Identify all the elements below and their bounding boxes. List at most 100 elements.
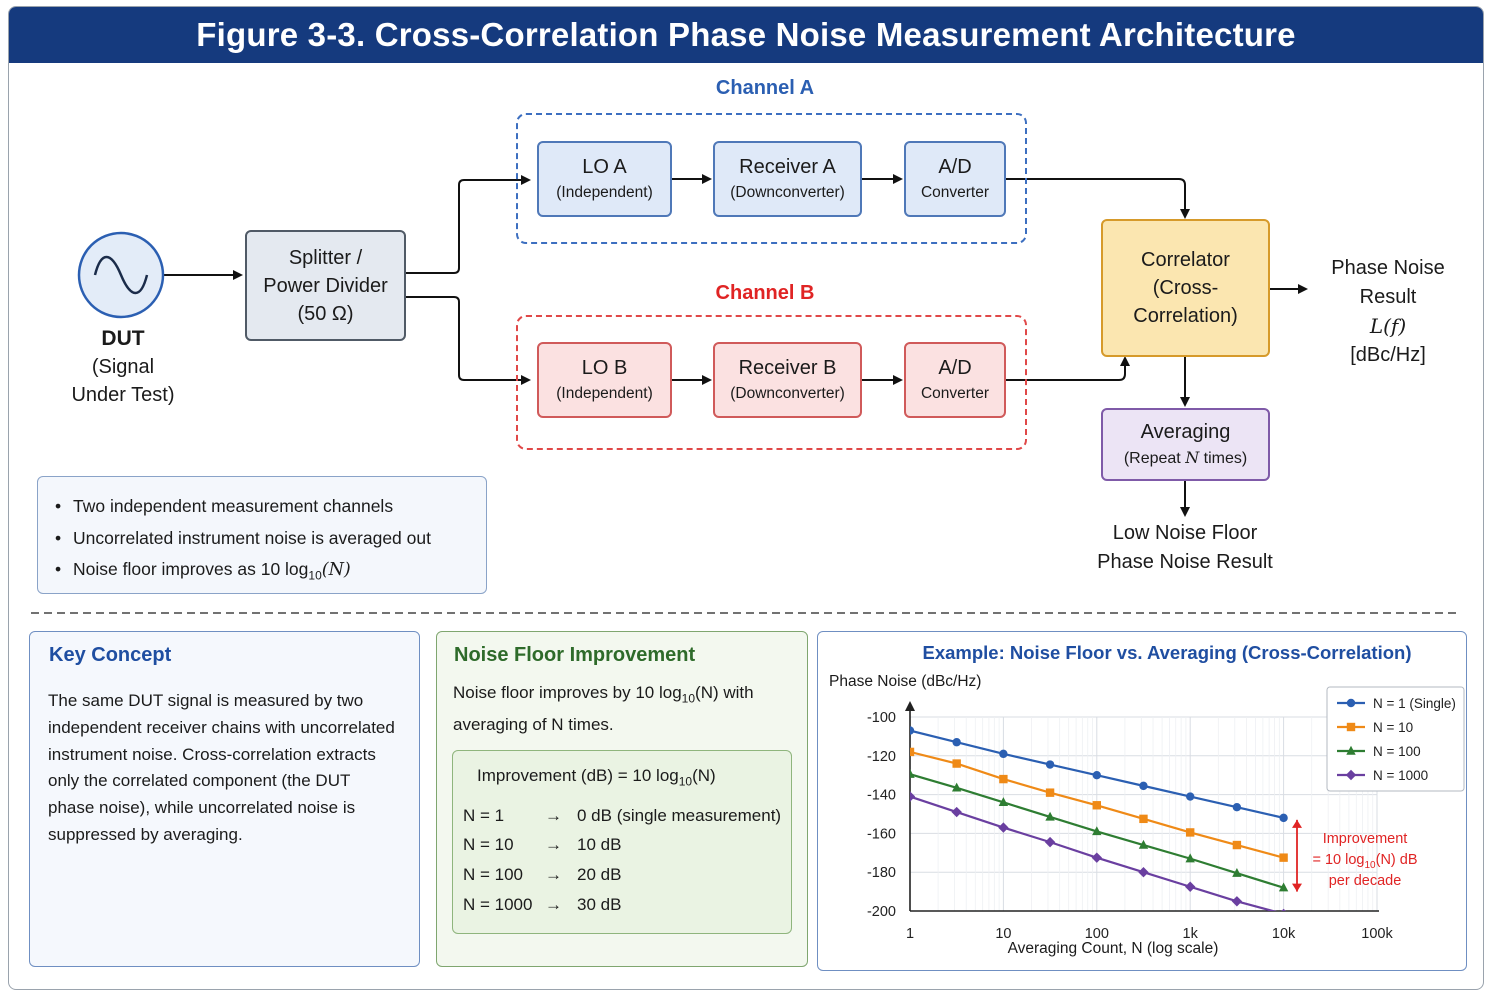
receiver-a-block: Receiver A (Downconverter) (713, 141, 862, 217)
key-concept-line: instrument noise. Cross-correlation extr… (48, 744, 376, 764)
lo-b-sub: (Independent) (556, 385, 653, 402)
formula-sub: 10 (678, 774, 693, 789)
low-noise-line-2: Phase Noise Result (1097, 551, 1273, 573)
legend-entry: N = 1 (Single) (1373, 696, 1456, 711)
row-n: N = 10 (463, 835, 514, 854)
result-symbol: L(f) (1369, 314, 1407, 338)
figure-title: Figure 3-3. Cross-Correlation Phase Nois… (9, 7, 1483, 63)
splitter-line-3: (50 Ω) (297, 302, 354, 325)
improvement-row: N = 100→20 dB (463, 865, 621, 885)
noise-floor-text-suffix: (N) with (695, 683, 754, 702)
key-concept-line: only the correlated component (the DUT (48, 771, 351, 791)
correlator-line-1: Correlator (1141, 249, 1230, 271)
legend-marker (1346, 698, 1356, 708)
improvement-label-3: per decade (1329, 873, 1402, 889)
averaging-sub-prefix: (Repeat (1123, 450, 1186, 467)
chart-x-label-text: Averaging Count, N (log scale) (1007, 940, 1219, 957)
data-point (1045, 811, 1055, 821)
averaging-sub: (Repeat N times) (1124, 447, 1247, 470)
x-tick-label: 1k (1183, 926, 1199, 942)
noise-floor-line-2: averaging of N times. (453, 715, 614, 735)
improvement-row: N = 10 → 10 dB (463, 835, 621, 855)
adc-a-block: A/D Converter (904, 141, 1006, 217)
data-point (951, 806, 962, 818)
x-tick-label: 10k (1272, 926, 1296, 942)
y-axis-arrow (905, 701, 915, 711)
dut-sub-1: (Signal (91, 356, 155, 378)
result-line-2: Result (1359, 286, 1417, 308)
data-point (1045, 788, 1055, 797)
legend-marker (1346, 745, 1356, 755)
data-point (910, 791, 916, 802)
improvement-label-1: Improvement (1323, 831, 1408, 847)
note-item: Uncorrelated instrument noise is average… (55, 523, 431, 555)
splitter-block: Splitter / Power Divider (50 Ω) (245, 230, 406, 341)
data-point (1185, 853, 1195, 863)
row-n: N = 1000 (463, 895, 533, 914)
series-n-1-single- (910, 726, 1288, 823)
figure-frame: Figure 3-3. Cross-Correlation Phase Nois… (8, 6, 1484, 990)
correlator-line-2: (Cross- (1152, 277, 1219, 299)
data-point (1139, 781, 1148, 791)
note-item: Noise floor improves as 10 log10(N) (55, 554, 431, 592)
adc-b-block: A/D Converter (904, 342, 1006, 418)
adc-b-title: A/D (938, 357, 972, 379)
receiver-a-sub: (Downconverter) (730, 184, 845, 201)
y-tick-label: -100 (867, 710, 896, 726)
arrow-adc-a-to-correlator (1006, 178, 1190, 219)
formula-prefix: Improvement (dB) = 10 log (477, 766, 679, 785)
data-point (998, 797, 1009, 807)
data-point (1232, 803, 1242, 812)
data-point (1045, 760, 1055, 769)
noise-floor-text: Noise floor improves by 10 log10(N) with… (453, 680, 803, 739)
data-point (999, 774, 1008, 784)
key-concept-title: Key Concept (49, 644, 172, 666)
chart-title: Example: Noise Floor vs. Averaging (Cros… (922, 642, 1412, 663)
formula-suffix: (N) (692, 766, 716, 785)
chart-x-label: Averaging Count, N (log scale) (903, 940, 1323, 958)
correlator-line-3: Correlation) (1133, 305, 1238, 327)
row-db: 20 dB (577, 865, 622, 884)
chart-grid (909, 716, 1378, 912)
data-point (1092, 771, 1101, 780)
formula-box (452, 750, 792, 934)
receiver-b-title: Receiver B (738, 357, 837, 379)
improvement-row: N = 1000→30 dB (463, 895, 621, 915)
channel-b-label: Channel B (715, 282, 815, 304)
data-point (910, 726, 915, 735)
data-point (1139, 814, 1148, 824)
sine-source-icon (77, 231, 165, 319)
row-db: 30 dB (577, 895, 622, 914)
key-concept-line: independent receiver chains with uncorre… (48, 717, 395, 737)
data-point (1138, 867, 1149, 878)
lo-a-block: LO A (Independent) (537, 141, 672, 217)
lo-a-sub: (Independent) (556, 184, 653, 201)
improvement-arrow-head-down (1292, 883, 1302, 892)
data-point (910, 747, 915, 757)
row-n: N = 1 (463, 806, 505, 825)
legend-marker (1346, 722, 1356, 732)
data-point (1279, 813, 1288, 823)
dut-label: DUT (Signal Under Test) (49, 325, 197, 409)
improvement-arrow-head-up (1292, 819, 1302, 828)
key-concept-line: phase noise), while uncorrelated noise i… (48, 798, 356, 818)
data-point (952, 738, 961, 747)
row-arrow: → (545, 835, 562, 854)
splitter-line-2: Power Divider (263, 274, 388, 297)
y-tick-label: -160 (867, 826, 896, 842)
low-noise-result: Low Noise Floor Phase Noise Result (1075, 519, 1295, 577)
row-db: 10 dB (577, 835, 622, 854)
legend-entry: N = 10 (1373, 720, 1413, 735)
receiver-a-title: Receiver A (739, 156, 836, 178)
improvement-row: N = 1→0 dB (single measurement) (463, 806, 781, 826)
legend-marker (1345, 769, 1357, 781)
y-tick-label: -140 (867, 788, 896, 804)
row-arrow: → (545, 806, 562, 825)
noise-floor-text-sub: 10 (681, 691, 696, 706)
note-text-3: Noise floor improves as 10 log (73, 559, 309, 579)
noise-floor-line-1: Noise floor improves by 10 log10(N) with (453, 680, 803, 712)
y-tick-label: -180 (867, 865, 896, 881)
data-point (910, 769, 915, 778)
